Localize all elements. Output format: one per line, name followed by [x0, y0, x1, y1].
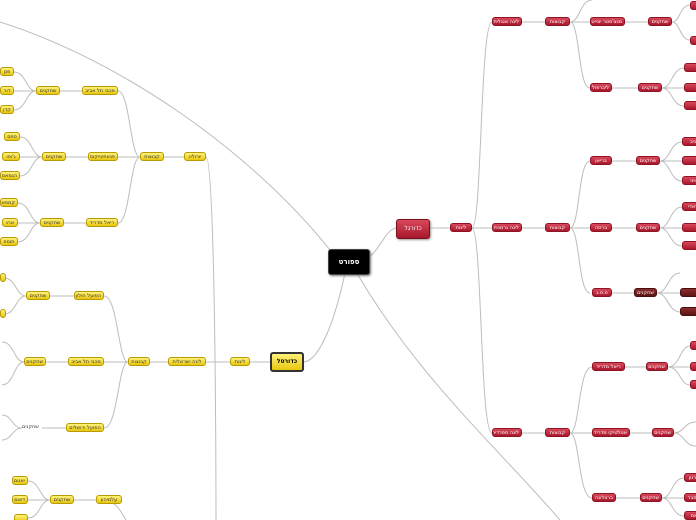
players-node[interactable]: שחקנים	[640, 493, 662, 502]
players-node[interactable]: שחקנים	[36, 86, 60, 95]
player-node[interactable]	[690, 380, 696, 389]
player-node[interactable]	[684, 63, 696, 72]
player-node[interactable]	[690, 362, 696, 371]
player-node[interactable]: יאגום	[12, 476, 28, 485]
player-node[interactable]: פנן	[0, 67, 14, 76]
football-leagues-node[interactable]: ליגות	[450, 223, 472, 232]
players-node[interactable]: שחקנים	[636, 223, 660, 232]
player-node[interactable]: דאום	[12, 495, 28, 504]
basketball-node[interactable]: כדורסל	[270, 352, 304, 372]
player-node[interactable]	[0, 309, 6, 318]
team-bayern[interactable]: בריאן	[590, 156, 612, 165]
team-maccabi-tel-aviv[interactable]: מכבי תל אביב	[82, 86, 118, 95]
team-hapoel-jerusalem[interactable]: הפועל ירושלים	[66, 423, 104, 432]
israeli-teams-node[interactable]: קבוצות	[128, 357, 150, 366]
root-node[interactable]: ספורט	[328, 249, 370, 275]
player-node[interactable]	[682, 156, 696, 165]
player-node[interactable]: ראדי	[682, 202, 696, 211]
player-node[interactable]: ניב	[682, 137, 696, 146]
players-node[interactable]: שחקנים	[652, 428, 674, 437]
players-node[interactable]: שחקנים	[634, 288, 657, 297]
player-node[interactable]	[680, 288, 696, 297]
german-league-node[interactable]: ליגה גרמנית	[492, 223, 522, 232]
team-hapoel-holon[interactable]: הפועל חולון	[74, 291, 104, 300]
player-node[interactable]	[684, 101, 696, 110]
player-node[interactable]: ספס	[4, 132, 20, 141]
english-league-node[interactable]: ליגה אנגלית	[492, 17, 522, 26]
player-node[interactable]: דור	[0, 86, 14, 95]
player-node[interactable]	[682, 223, 696, 232]
player-node[interactable]: אס	[684, 511, 696, 520]
players-node[interactable]: שחקנים	[26, 291, 50, 300]
israeli-league-node[interactable]: ליגה ישראלית	[168, 357, 206, 366]
player-node[interactable]	[682, 241, 696, 250]
team-barca[interactable]: ברסה	[590, 223, 612, 232]
player-node[interactable]: קדן	[0, 105, 14, 114]
team-maccabi-tel-aviv-il[interactable]: מכבי תל אביב	[68, 357, 104, 366]
players-node[interactable]: שחקנים	[646, 362, 668, 371]
spanish-league-node[interactable]: ליגה ספרדית	[492, 428, 522, 437]
team-barcelona[interactable]: ברצלונה	[592, 493, 616, 502]
player-node[interactable]: ארנ	[2, 218, 18, 227]
player-node[interactable]: קמבר	[684, 493, 696, 502]
team-real-madrid-bb[interactable]: ריאל מדריד	[86, 218, 118, 227]
player-node[interactable]	[690, 341, 696, 350]
player-node[interactable]	[690, 36, 696, 45]
team-panathinaikos[interactable]: פנאתינייקוס	[88, 152, 118, 161]
player-node[interactable]: תומפ	[0, 237, 18, 246]
football-node[interactable]: כדורגל	[396, 219, 430, 239]
players-node[interactable]: שחקנים	[638, 83, 662, 92]
player-node[interactable]	[680, 307, 696, 316]
players-node[interactable]: שחקנים	[42, 152, 66, 161]
team-atletico-madrid[interactable]: אטלטיקו מדריד	[592, 428, 630, 437]
player-node[interactable]: ג'ופו	[2, 152, 20, 161]
team-liverpool[interactable]: ליברפול	[590, 83, 612, 92]
player-node[interactable]	[14, 514, 28, 520]
player-node[interactable]: קמפאצו	[0, 198, 18, 207]
german-teams-node[interactable]: קבוצות	[545, 223, 570, 232]
player-node[interactable]	[690, 1, 696, 10]
player-node[interactable]	[0, 273, 6, 282]
player-node[interactable]: פרגון	[684, 473, 696, 482]
players-label: שחקנים	[22, 424, 39, 430]
player-node[interactable]: ויני	[682, 176, 696, 185]
team-bottom[interactable]: עלמיהון	[96, 495, 122, 504]
basketball-leagues-node[interactable]: ליגות	[230, 357, 250, 366]
english-teams-node[interactable]: קבוצות	[545, 17, 570, 26]
players-node[interactable]: שחקנים	[50, 495, 74, 504]
team-psg[interactable]: פ.ס.ג	[592, 288, 612, 297]
team-real-madrid[interactable]: ריאל מדריד	[592, 362, 625, 371]
players-node[interactable]: שחקנים	[40, 218, 64, 227]
players-node[interactable]: שחקנים	[24, 357, 46, 366]
euroleague-node[interactable]: יורוליג	[184, 152, 206, 161]
players-node[interactable]: שחקנים	[648, 17, 672, 26]
team-manchester-united[interactable]: מנצ'סטר יונייטד	[590, 17, 625, 26]
euroleague-teams-node[interactable]: קבוצות	[140, 152, 164, 161]
player-node[interactable]: הנמאס	[0, 171, 20, 180]
player-node[interactable]	[684, 83, 696, 92]
spanish-teams-node[interactable]: קבוצות	[545, 428, 570, 437]
players-node[interactable]: שחקנים	[636, 156, 660, 165]
